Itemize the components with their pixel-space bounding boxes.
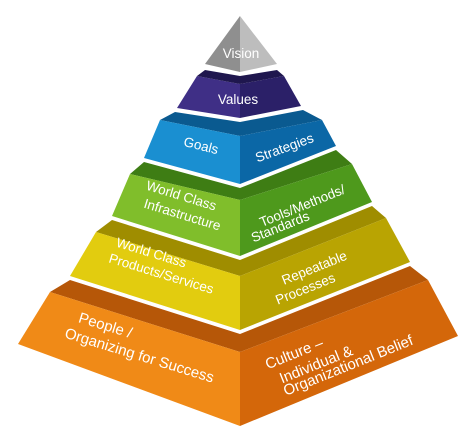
vision-label: Vision bbox=[223, 46, 260, 61]
infrastructure-right-face bbox=[240, 164, 372, 256]
level-products: World Class Products/Services Repeatable… bbox=[70, 206, 410, 330]
products-right-face bbox=[240, 218, 410, 330]
level-values: Values bbox=[177, 70, 301, 118]
goals-left-face bbox=[144, 120, 240, 184]
values-right-face bbox=[240, 76, 301, 118]
values-label: Values bbox=[218, 92, 259, 107]
vision-right-face bbox=[240, 16, 277, 72]
values-left-face bbox=[177, 76, 240, 118]
values-top-face bbox=[197, 70, 284, 84]
vision-left-face bbox=[205, 16, 240, 72]
infrastructure-left-face bbox=[112, 174, 240, 256]
products-left-face bbox=[70, 232, 240, 330]
level-vision: Vision bbox=[205, 16, 277, 72]
people-left-face bbox=[18, 292, 240, 426]
products-top-face bbox=[96, 206, 386, 276]
people-right-face bbox=[240, 280, 458, 426]
infrastructure-top-face bbox=[130, 150, 352, 200]
goals-right-face bbox=[240, 120, 336, 184]
people-top-face bbox=[50, 266, 428, 352]
level-infrastructure: World Class Infrastructure Tools/Methods… bbox=[112, 150, 372, 256]
goals-top-face bbox=[160, 110, 322, 136]
